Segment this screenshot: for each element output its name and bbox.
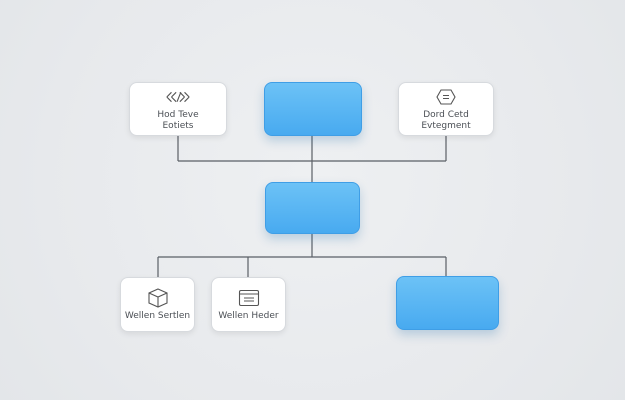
node-top-right-line-1: Dord Cetd bbox=[423, 110, 469, 120]
hexagon-icon bbox=[432, 86, 460, 108]
node-bottom-middle[interactable]: Wellen Heder bbox=[211, 277, 286, 332]
code-arrows-icon bbox=[164, 86, 192, 108]
node-bottom-right[interactable] bbox=[396, 276, 499, 330]
node-top-right[interactable]: Dord Cetd Evtegment bbox=[398, 82, 494, 136]
node-top-center[interactable] bbox=[264, 82, 362, 136]
node-top-left-line-2: Eotiets bbox=[162, 121, 194, 131]
node-bottom-left[interactable]: Wellen Sertlen bbox=[120, 277, 195, 332]
box-icon bbox=[144, 287, 172, 309]
node-bottom-middle-line-1: Wellen Heder bbox=[218, 311, 279, 321]
node-bottom-left-line-1: Wellen Sertlen bbox=[124, 311, 191, 321]
document-window-icon bbox=[235, 287, 263, 309]
node-top-left-line-1: Hod Teve bbox=[157, 110, 199, 120]
node-top-left[interactable]: Hod Teve Eotiets bbox=[129, 82, 227, 136]
node-middle[interactable] bbox=[265, 182, 360, 234]
node-top-right-line-2: Evtegment bbox=[421, 121, 471, 131]
